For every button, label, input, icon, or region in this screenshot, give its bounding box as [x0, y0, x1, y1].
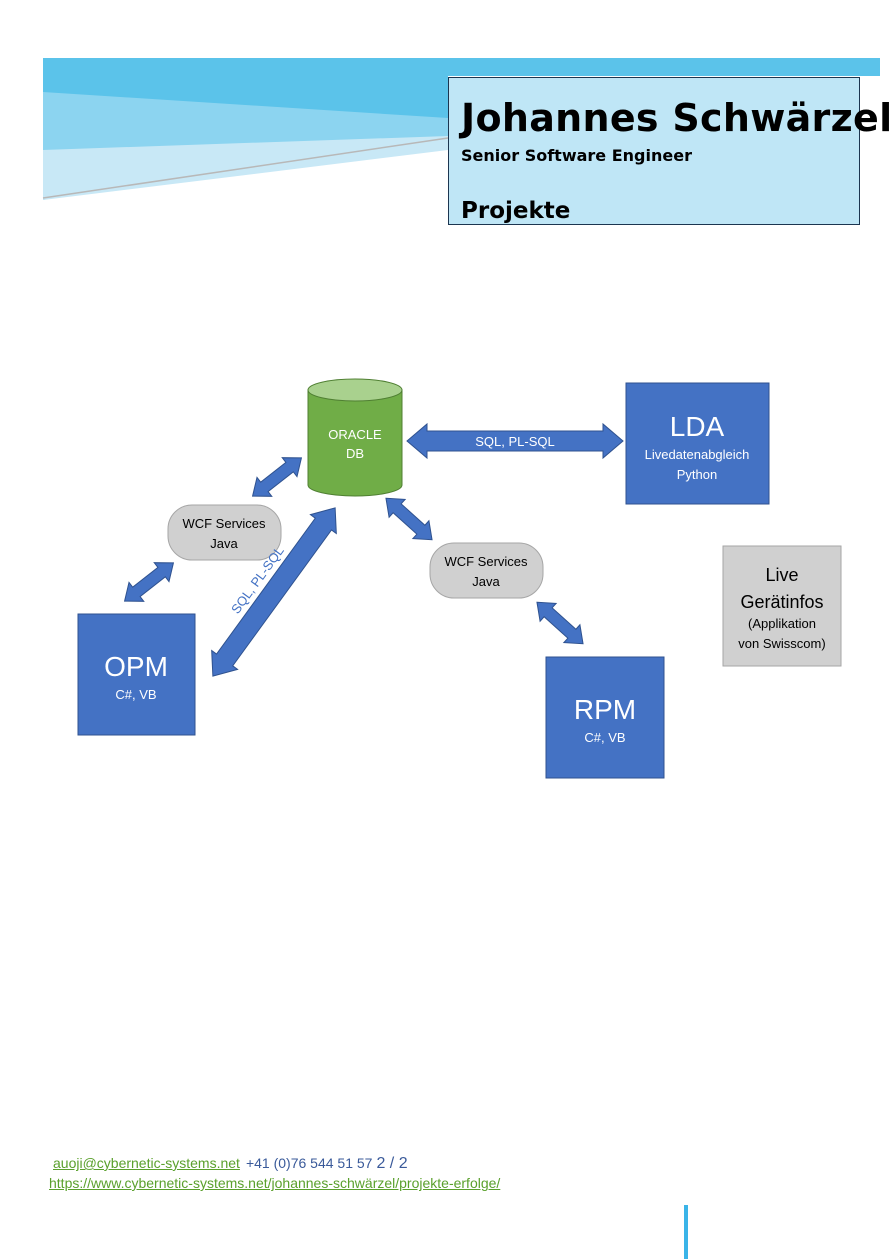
oracle-db-node: ORACLE DB: [307, 378, 403, 497]
rpm-subtitle: C#, VB: [584, 730, 625, 745]
arrow-db-lda: SQL, PL-SQL: [406, 422, 624, 460]
footer-contact-line: auoji@cybernetic-systems.net +41 (0)76 54…: [53, 1155, 500, 1173]
bottom-accent-bar: [684, 1205, 688, 1259]
wcf-left-line2: Java: [210, 536, 238, 551]
opm-title: OPM: [104, 651, 168, 682]
live-line3: (Applikation: [748, 616, 816, 631]
website-link[interactable]: https://www.cybernetic-systems.net/johan…: [49, 1175, 501, 1191]
wcf-right-line1: WCF Services: [444, 554, 528, 569]
live-line1: Live: [765, 565, 798, 585]
rpm-title: RPM: [574, 694, 636, 725]
wcf-left-line1: WCF Services: [182, 516, 266, 531]
header-banner: [42, 58, 880, 200]
title-box: Johannes Schwärzel Senior Software Engin…: [448, 77, 890, 225]
lda-node: LDA Livedatenabgleich Python: [625, 382, 770, 505]
person-name: Johannes Schwärzel: [461, 96, 890, 140]
wcf-left-node: WCF Services Java: [167, 504, 282, 561]
arrow-db-wcf-right: [385, 497, 433, 541]
rpm-node: RPM C#, VB: [545, 656, 665, 779]
opm-subtitle: C#, VB: [115, 687, 156, 702]
footer: auoji@cybernetic-systems.net +41 (0)76 54…: [49, 1155, 500, 1191]
footer-url-line: https://www.cybernetic-systems.net/johan…: [49, 1175, 500, 1191]
live-line2: Gerätinfos: [740, 592, 823, 612]
live-info-node: Live Gerätinfos (Applikation von Swissco…: [722, 545, 842, 667]
phone-number: +41 (0)76 544 51 57: [245, 1155, 373, 1171]
lda-title: LDA: [670, 411, 725, 442]
live-line4: von Swisscom): [738, 636, 825, 651]
architecture-diagram: ORACLE DB LDA Livedatenabgleich Python S…: [77, 378, 842, 779]
arrow-wcf-left-opm: [123, 562, 175, 602]
lda-line1: Livedatenabgleich: [645, 447, 750, 462]
wcf-right-node: WCF Services Java: [429, 542, 544, 599]
section-heading: Projekte: [461, 198, 571, 224]
db-label-line1: ORACLE: [328, 427, 382, 442]
job-title: Senior Software Engineer: [461, 146, 692, 165]
arrow-sql-horizontal-label: SQL, PL-SQL: [475, 434, 554, 449]
db-label-line2: DB: [346, 446, 364, 461]
email-link[interactable]: auoji@cybernetic-systems.net: [53, 1155, 240, 1171]
page-number: 2 / 2: [376, 1155, 408, 1172]
lda-line2: Python: [677, 467, 717, 482]
wcf-right-line2: Java: [472, 574, 500, 589]
arrow-wcf-right-rpm: [536, 601, 584, 645]
arrow-wcf-left-db: [251, 457, 303, 497]
opm-node: OPM C#, VB: [77, 613, 196, 736]
